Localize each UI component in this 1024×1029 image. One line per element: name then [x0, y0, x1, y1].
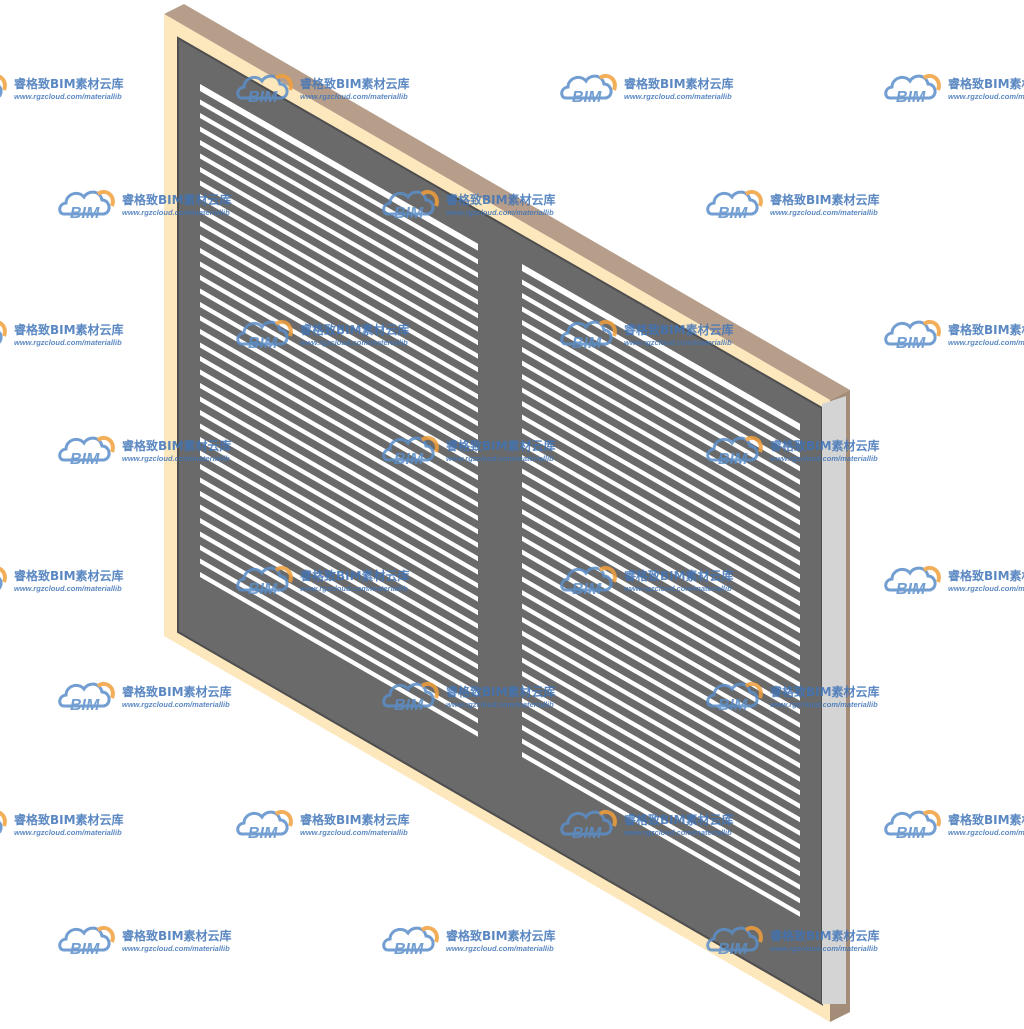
side-glass-strip [822, 396, 846, 1004]
left-louver-slat [200, 442, 478, 611]
left-louver-slat [200, 401, 478, 570]
right-louver-slats [522, 264, 800, 926]
right-louver-slat [522, 676, 800, 845]
right-louver-slat [522, 757, 800, 926]
right-louver-slat [522, 500, 800, 669]
right-louver-slat [522, 743, 800, 912]
left-louver-slat [200, 266, 478, 435]
right-louver-slat [522, 460, 800, 629]
left-louver-slat [200, 158, 478, 327]
left-louver-slat [200, 361, 478, 530]
left-louver-slat [200, 239, 478, 408]
left-louver-slat [200, 253, 478, 422]
right-louver-slat [522, 433, 800, 602]
right-louver-slat [522, 554, 800, 723]
right-louver-slat [522, 365, 800, 534]
right-louver-slat [522, 392, 800, 561]
left-louver-slat [200, 469, 478, 638]
left-louver-slat [200, 172, 478, 341]
right-louver-slat [522, 730, 800, 899]
left-louver-slat [200, 347, 478, 516]
left-louver-slat [200, 415, 478, 584]
right-louver-slat [522, 635, 800, 804]
right-louver-slat [522, 703, 800, 872]
right-louver-slat [522, 662, 800, 831]
right-louver-slat [522, 716, 800, 885]
left-louver-slat [200, 131, 478, 300]
right-louver-slat [522, 649, 800, 818]
left-louver-slat [200, 145, 478, 314]
left-louver-slat [200, 374, 478, 543]
frame-top-edge [164, 4, 850, 400]
left-louver-slat [200, 226, 478, 395]
right-louver-slat [522, 338, 800, 507]
left-louver-slat [200, 496, 478, 665]
left-louver-slat [200, 509, 478, 678]
right-louver-slat [522, 419, 800, 588]
left-louver-slat [200, 482, 478, 651]
left-louver-slat [200, 104, 478, 273]
left-louver-slat [200, 185, 478, 354]
left-louver-slat [200, 91, 478, 260]
right-louver-slat [522, 581, 800, 750]
right-louver-slat [522, 379, 800, 548]
left-louver-slat [200, 212, 478, 381]
right-louver-slat [522, 608, 800, 777]
right-louver-slat [522, 352, 800, 521]
left-louver-slat [200, 118, 478, 287]
right-louver-slat [522, 406, 800, 575]
right-louver-slat [522, 595, 800, 764]
left-louver-slat [200, 307, 478, 476]
right-louver-slat [522, 271, 800, 440]
left-louver-slat [200, 388, 478, 557]
left-louver-slat [200, 199, 478, 368]
right-louver-slat [522, 473, 800, 642]
left-louver-slat [200, 523, 478, 692]
right-louver-slat [522, 689, 800, 858]
right-louver-slat [522, 622, 800, 791]
right-louver-slat [522, 514, 800, 683]
left-louver-slat [200, 455, 478, 624]
left-louver-slat [200, 550, 478, 719]
right-louver-slat [522, 487, 800, 656]
right-louver-slat [522, 446, 800, 615]
left-louver-slat [200, 428, 478, 597]
